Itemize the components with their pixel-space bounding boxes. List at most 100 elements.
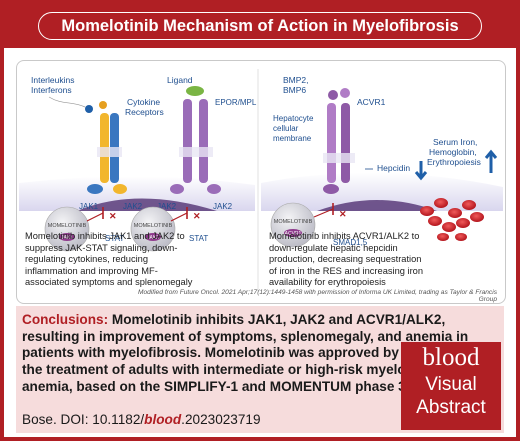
rbc-cell [442, 222, 456, 232]
left-caption-line: associated symptoms and splenomegaly [25, 277, 193, 288]
membrane-band-left-a [97, 147, 122, 157]
conclusions-label: Conclusions: [22, 312, 109, 327]
acvr1-label: ACVR1 [357, 97, 386, 107]
drug-target-blob-a [59, 233, 75, 241]
block-x-icon-b: ✕ [193, 211, 201, 221]
stat-label-b: STAT [189, 234, 208, 243]
outcome-line-1: Serum Iron, [433, 137, 477, 147]
rbc-cell [470, 212, 484, 222]
inhibit-line-a [86, 212, 104, 222]
epo-ligand [186, 86, 204, 96]
logo-line-visual: Visual [425, 374, 477, 395]
blood-visual-abstract-logo: blood Visual Abstract [401, 342, 501, 430]
epor-label: EPOR/MPL [215, 98, 257, 107]
cytokine-receptors-label-1: Cytokine [127, 97, 160, 107]
doi-journal: blood [144, 412, 182, 427]
doi-citation: Bose. DOI: 10.1182/blood.2023023719 [22, 412, 261, 427]
membrane-band-left-b [179, 147, 213, 157]
jak2-blob-b [170, 184, 184, 194]
drug-label-b: MOMELOTINIB [134, 223, 173, 229]
rbc-cell [448, 208, 462, 218]
right-caption-line: down-regulate hepatic hepcidin [269, 242, 398, 253]
logo-line-blood: blood [422, 344, 480, 371]
left-caption-line: regulating cytokines, reducing [25, 254, 148, 265]
mechanism-diagram: Interleukins Interferons Cytokine Recept… [19, 69, 503, 291]
rbc-cell [434, 198, 448, 208]
drug-label-a: MOMELOTINIB [48, 223, 87, 229]
right-caption: Momelotinib inhibits ACVR1/ALK2 to down-… [269, 231, 497, 289]
nucleus-edge-right [317, 200, 437, 211]
rbc-cell [428, 216, 442, 226]
cytokine-receptors-label-2: Receptors [125, 107, 164, 117]
conclusions-body: Momelotinib inhibits JAK1, JAK2 and ACVR… [22, 312, 483, 394]
figure-credit: Modified from Future Oncol. 2021 Apr;17(… [137, 289, 497, 303]
stat-label-a: STAT [105, 234, 124, 243]
membrane-band-right [323, 153, 355, 163]
logo-line-abstract: Abstract [416, 397, 486, 418]
right-caption-line: production, decreasing sequestration [269, 254, 422, 265]
bmp-ligand-2 [340, 88, 350, 98]
rbc-cell [420, 206, 434, 216]
doi-suffix: .2023023719 [181, 412, 261, 427]
bmp-ligand-1 [328, 90, 338, 100]
jak2-blob-a [113, 184, 127, 194]
mechanism-panel: Interleukins Interferons Cytokine Recept… [16, 60, 506, 304]
jak2-label-b: JAK2 [157, 202, 177, 211]
rbc-cell [462, 200, 476, 210]
acvr1-kinase-blob [323, 184, 339, 194]
acvr1-receptor-right [341, 103, 350, 183]
bmp-label-1: BMP2, [283, 75, 309, 85]
jak2-blob-c [207, 184, 221, 194]
left-caption-line: suppress JAK-STAT signaling, down- [25, 242, 178, 253]
inhibit-line-c [313, 208, 334, 218]
momelotinib-drug-b [130, 206, 176, 252]
membrane-label-3: membrane [273, 134, 312, 143]
rbc-cell [455, 233, 467, 241]
left-caption-line: Momelotinib inhibits JAK1 and JAK2 to [25, 231, 185, 241]
right-caption-line: Momelotinib inhibits ACVR1/ALK2 to [269, 231, 420, 241]
right-caption-line: of iron in the RES and increasing iron [269, 265, 424, 276]
smad-label: SMAD1,5 [333, 238, 368, 247]
hepcidin-label: Hepcidin [377, 163, 410, 173]
momelotinib-drug-a [44, 206, 90, 252]
momelotinib-drug-c [270, 202, 316, 248]
left-caption: Momelotinib inhibits JAK1 and JAK2 to su… [25, 231, 253, 289]
rbc-cell [456, 218, 470, 228]
epor-receptor-right [199, 99, 208, 183]
doi-prefix: Bose. DOI: 10.1182/ [22, 412, 145, 427]
bmp-label-2: BMP6 [283, 85, 306, 95]
cytokine-ligand-2 [99, 101, 107, 109]
conclusions-box: Conclusions: Momelotinib inhibits JAK1, … [16, 306, 504, 433]
block-x-icon-a: ✕ [109, 211, 117, 221]
up-arrow-icon [484, 149, 498, 173]
outcome-line-3: Erythropoiesis [427, 157, 481, 167]
left-caption-line: inflammation and improving MF- [25, 265, 158, 276]
right-caption-line: availability for erythropoiesis [269, 277, 386, 288]
jak2-label-a: JAK2 [123, 202, 143, 211]
inhibit-line-b [170, 212, 188, 222]
drug-target-c: ACVR1 [285, 231, 302, 237]
conclusions-text: Conclusions: Momelotinib inhibits JAK1, … [22, 312, 498, 396]
nucleus-edge-left [77, 198, 217, 211]
jak2-label-c: JAK2 [213, 202, 233, 211]
rbc-cell [437, 233, 449, 241]
interferons-label: Interferons [31, 85, 72, 95]
interleukins-label: Interleukins [31, 75, 74, 85]
outcome-line-2: Hemoglobin, [429, 147, 477, 157]
epor-receptor-left [183, 99, 192, 183]
drug-target-b: JAK2 [147, 235, 159, 241]
membrane-label-2: cellular [273, 124, 299, 133]
cytokine-ligand-1 [85, 105, 93, 113]
drug-target-blob-b [145, 233, 161, 241]
jak1-label: JAK1 [79, 202, 99, 211]
page-title: Momelotinib Mechanism of Action in Myelo… [38, 12, 482, 40]
drug-label-c: MOMELOTINIB [274, 219, 313, 225]
ligand-pointer-left [48, 96, 86, 108]
membrane-label-1: Hepatocyte [273, 114, 314, 123]
ligand-label: Ligand [167, 75, 193, 85]
down-arrow-icon [414, 161, 428, 181]
block-x-icon-c: ✕ [339, 209, 347, 219]
cell-membrane-left [19, 176, 255, 211]
drug-target-blob-c [284, 229, 302, 237]
